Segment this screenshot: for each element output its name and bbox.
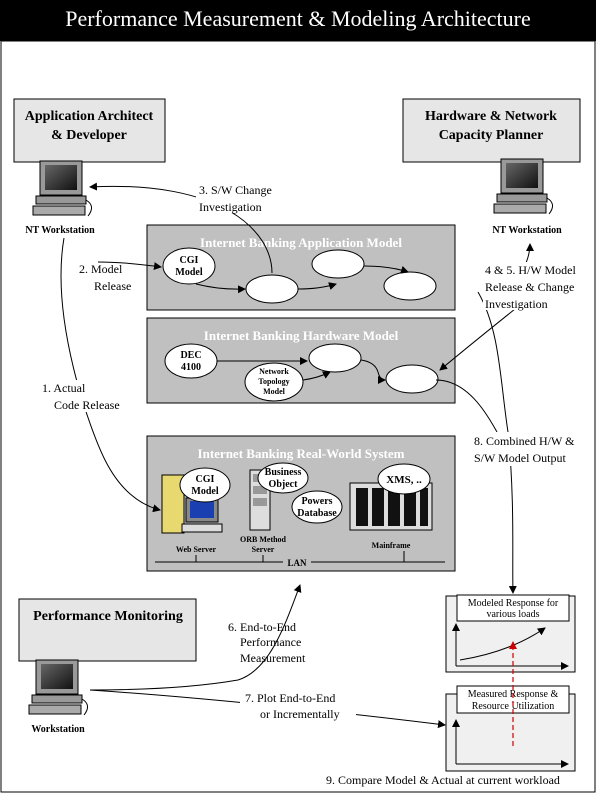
app-node-a bbox=[245, 274, 299, 304]
architect-box: Application Architect & Developer bbox=[13, 98, 166, 163]
step-8-label-2: S/W Model Output bbox=[474, 451, 566, 465]
measured-response-graph: Measured Response & Resource Utilization bbox=[445, 685, 576, 772]
step-2-label: 2. Model bbox=[79, 262, 123, 276]
orb-server-label-2: Server bbox=[252, 545, 275, 554]
step-1-label-2: Code Release bbox=[54, 398, 120, 412]
dec-4100-label-2: 4100 bbox=[181, 362, 201, 373]
step-2-label-2: Release bbox=[94, 279, 131, 293]
web-server-icon bbox=[161, 474, 223, 534]
lan-label: LAN bbox=[287, 558, 307, 568]
step-45-label-3: Investigation bbox=[485, 297, 548, 311]
modeled-title-2: various loads bbox=[486, 609, 539, 620]
workstation-left-label: NT Workstation bbox=[25, 225, 95, 236]
mainframe-label: Mainframe bbox=[372, 541, 411, 550]
network-topology-node bbox=[244, 362, 304, 402]
architect-label: Application Architect bbox=[25, 109, 154, 124]
cgi-model-node bbox=[162, 247, 216, 285]
business-object-label: Business bbox=[265, 467, 302, 478]
workstation-bottom-icon bbox=[28, 659, 88, 716]
hw-model-title: Internet Banking Hardware Model bbox=[204, 328, 399, 343]
step-3-label: 3. S/W Change bbox=[199, 183, 272, 197]
hw-node-b bbox=[385, 364, 439, 394]
architect-label-2: & Developer bbox=[51, 128, 127, 143]
app-model-panel: Internet Banking Application Model CGI M… bbox=[146, 224, 456, 311]
real-cgi-label-2: Model bbox=[191, 486, 218, 497]
hw-node-a bbox=[308, 343, 362, 373]
step-6-label-3: Measurement bbox=[240, 651, 306, 665]
planner-label: Hardware & Network bbox=[425, 109, 557, 124]
real-system-panel: Internet Banking Real-World System CGI M… bbox=[146, 435, 456, 572]
orb-server-label: ORB Method bbox=[240, 535, 287, 544]
step-6-label: 6. End-to-End bbox=[228, 620, 296, 634]
real-system-title: Internet Banking Real-World System bbox=[198, 446, 405, 461]
planner-box: Hardware & Network Capacity Planner bbox=[402, 98, 581, 163]
cgi-model-label-2: Model bbox=[175, 267, 202, 278]
web-server-label: Web Server bbox=[176, 545, 217, 554]
monitoring-label: Performance Monitoring bbox=[33, 609, 183, 624]
app-node-b bbox=[311, 249, 365, 279]
network-topology-label-3: Model bbox=[263, 387, 286, 396]
hw-model-panel: Internet Banking Hardware Model DEC 4100… bbox=[146, 317, 456, 404]
dec-4100-label: DEC bbox=[180, 350, 201, 361]
app-node-c bbox=[383, 271, 437, 301]
measured-title-2: Resource Utilization bbox=[472, 701, 554, 712]
title-bar: Performance Measurement & Modeling Archi… bbox=[0, 0, 596, 41]
modeled-title: Modeled Response for bbox=[468, 598, 559, 609]
planner-label-2: Capacity Planner bbox=[439, 128, 544, 143]
page-title: Performance Measurement & Modeling Archi… bbox=[65, 6, 531, 31]
workstation-right-label: NT Workstation bbox=[492, 225, 562, 236]
app-model-title: Internet Banking Application Model bbox=[200, 235, 402, 250]
step-45-label-2: Release & Change bbox=[485, 280, 574, 294]
monitoring-box: Performance Monitoring bbox=[18, 598, 197, 662]
real-cgi-node bbox=[179, 467, 231, 503]
step-7-label-2: or Incrementally bbox=[260, 707, 340, 721]
xms-label: XMS, .. bbox=[386, 474, 422, 486]
step-8-label: 8. Combined H/W & bbox=[474, 434, 575, 448]
workstation-bottom-label: Workstation bbox=[31, 724, 85, 735]
step-7-label: 7. Plot End-to-End bbox=[245, 691, 335, 705]
powers-database-label: Powers bbox=[301, 496, 332, 507]
step-labels: 3. S/W Change Investigation 2. Model Rel… bbox=[40, 181, 590, 787]
step-9-label: 9. Compare Model & Actual at current wor… bbox=[326, 773, 560, 787]
business-object-node bbox=[257, 462, 309, 494]
step-3-label-2: Investigation bbox=[199, 200, 262, 214]
powers-database-node bbox=[291, 490, 343, 524]
outer-frame bbox=[0, 40, 596, 793]
cgi-model-label: CGI bbox=[180, 255, 199, 266]
step-6-label-2: Performance bbox=[240, 635, 301, 649]
network-topology-label-2: Topology bbox=[258, 377, 289, 386]
xms-node bbox=[377, 463, 431, 495]
workstation-right-icon bbox=[493, 158, 553, 215]
modeled-response-graph: Modeled Response for various loads bbox=[445, 594, 576, 673]
network-topology-label: Network bbox=[259, 367, 289, 376]
workstation-left-icon bbox=[32, 160, 92, 217]
step-45-label: 4 & 5. H/W Model bbox=[485, 263, 576, 277]
step-1-label: 1. Actual bbox=[42, 381, 86, 395]
real-cgi-label: CGI bbox=[196, 474, 215, 485]
business-object-label-2: Object bbox=[269, 479, 299, 490]
powers-database-label-2: Database bbox=[297, 508, 337, 519]
